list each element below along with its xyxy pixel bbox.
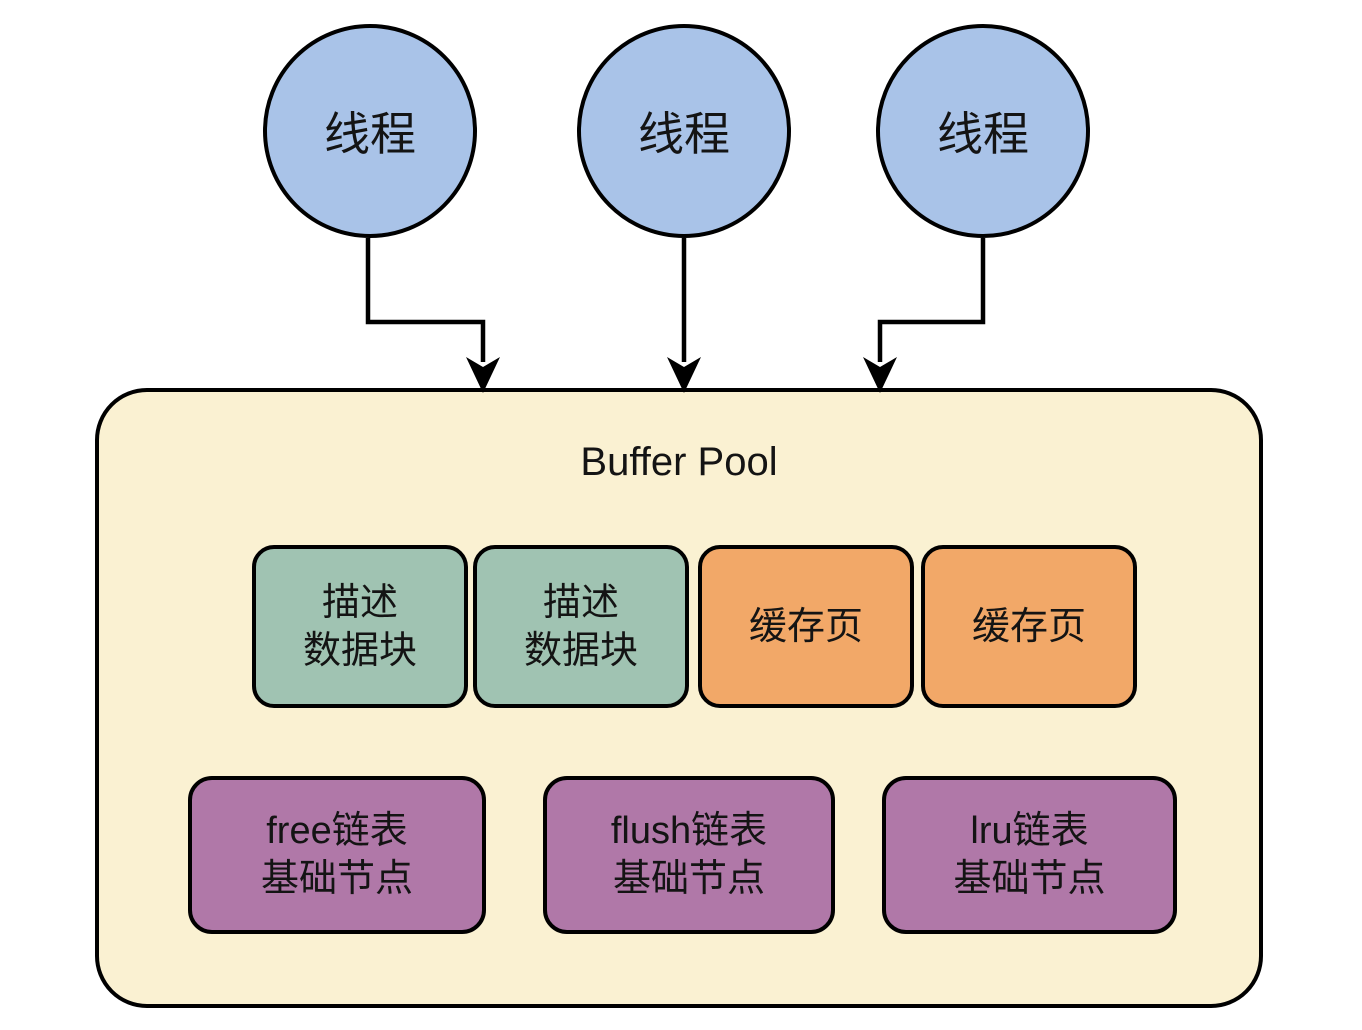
descriptor-block-1: 描述 数据块 [252,545,468,708]
buffer-pool-container: Buffer Pool 描述 数据块 描述 数据块 缓存页 缓存页 free链表… [95,388,1263,1008]
lru-list-base-node-label: lru链表 基础节点 [953,810,1106,900]
descriptor-block-2: 描述 数据块 [473,545,689,708]
descriptor-block-2-label: 描述 数据块 [523,581,638,672]
descriptor-block-1-label: 描述 数据块 [302,581,417,672]
free-list-base-node: free链表 基础节点 [188,776,486,934]
arrow-thread1-to-pool [365,238,500,393]
cache-page-1-label: 缓存页 [748,605,863,648]
free-list-base-node-label: free链表 基础节点 [260,810,413,900]
thread-node-3: 线程 [876,24,1090,238]
lru-list-base-node: lru链表 基础节点 [882,776,1177,934]
thread-node-1-label: 线程 [324,108,416,160]
thread-node-1: 线程 [263,24,477,238]
arrow-thread2-to-pool [667,238,701,393]
cache-page-2: 缓存页 [921,545,1137,708]
cache-page-2-label: 缓存页 [971,605,1086,648]
thread-node-2-label: 线程 [638,108,730,160]
buffer-pool-title: Buffer Pool [580,440,778,484]
cache-page-1: 缓存页 [698,545,914,708]
flush-list-base-node: flush链表 基础节点 [543,776,835,934]
flush-list-base-node-label: flush链表 基础节点 [610,810,768,900]
thread-node-3-label: 线程 [937,108,1029,160]
arrow-thread3-to-pool [863,238,986,393]
thread-node-2: 线程 [577,24,791,238]
